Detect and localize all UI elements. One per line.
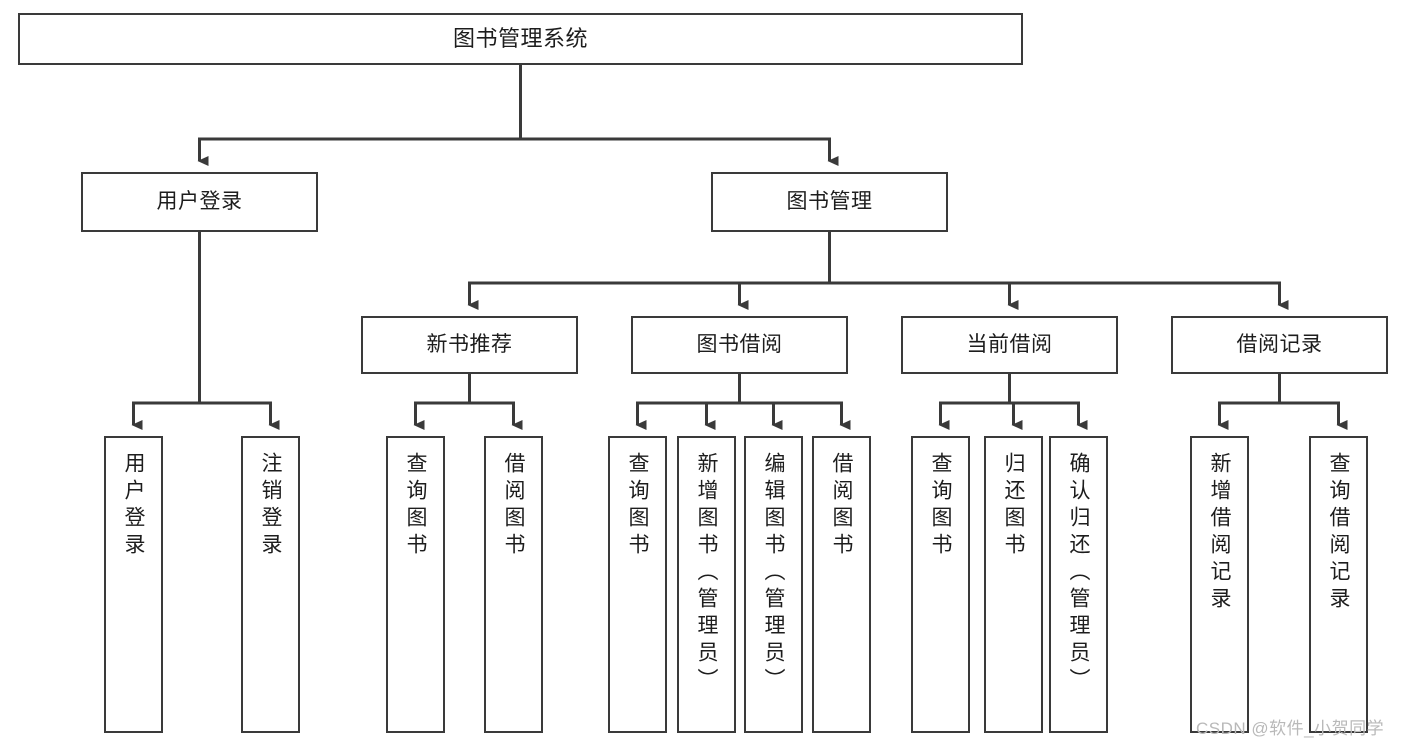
node-leaf-query-book-2[interactable]: 查询图书 bbox=[608, 436, 667, 733]
node-label: 确认归还（管理员） bbox=[1067, 452, 1090, 695]
connector-user-login-to-leaf-user-login bbox=[131, 401, 200, 430]
node-leaf-query-record[interactable]: 查询借阅记录 bbox=[1309, 436, 1368, 733]
node-label: 查询借阅记录 bbox=[1327, 452, 1350, 614]
node-label: 查询图书 bbox=[404, 452, 427, 560]
node-leaf-add-record[interactable]: 新增借阅记录 bbox=[1190, 436, 1249, 733]
node-book-borrow[interactable]: 图书借阅 bbox=[631, 316, 848, 374]
node-leaf-edit-book[interactable]: 编辑图书（管理员） bbox=[744, 436, 803, 733]
connector-book-borrow-to-leaf-add-book bbox=[704, 401, 740, 430]
node-leaf-user-login[interactable]: 用户登录 bbox=[104, 436, 163, 733]
node-leaf-add-book[interactable]: 新增图书（管理员） bbox=[677, 436, 736, 733]
connector-borrow-record-to-leaf-add-record bbox=[1217, 401, 1280, 430]
node-borrow-record[interactable]: 借阅记录 bbox=[1171, 316, 1388, 374]
node-label: 查询图书 bbox=[626, 452, 649, 560]
node-label: 借阅图书 bbox=[830, 452, 853, 560]
node-label: 图书借阅 bbox=[696, 332, 783, 356]
node-label: 用户登录 bbox=[122, 452, 145, 560]
node-label: 新书推荐 bbox=[426, 332, 513, 356]
connector-book-manage-to-current-borrow bbox=[829, 281, 1019, 310]
node-label: 编辑图书（管理员） bbox=[762, 452, 785, 695]
node-label: 注销登录 bbox=[259, 452, 282, 560]
node-leaf-borrow-book-2[interactable]: 借阅图书 bbox=[812, 436, 871, 733]
connector-book-borrow-to-leaf-borrow-book-2 bbox=[739, 401, 851, 430]
connector-new-book-rec-to-leaf-query-book-1 bbox=[413, 401, 470, 430]
csdn-watermark: CSDN @软件_小贺同学 bbox=[1196, 719, 1385, 738]
node-leaf-query-book-1[interactable]: 查询图书 bbox=[386, 436, 445, 733]
node-current-borrow[interactable]: 当前借阅 bbox=[901, 316, 1118, 374]
node-new-book-rec[interactable]: 新书推荐 bbox=[361, 316, 578, 374]
node-label: 借阅记录 bbox=[1236, 332, 1323, 356]
node-label: 新增图书（管理员） bbox=[695, 452, 718, 695]
node-label: 当前借阅 bbox=[966, 332, 1053, 356]
connector-current-borrow-to-leaf-return-book bbox=[1009, 401, 1023, 430]
node-label: 用户登录 bbox=[156, 189, 243, 213]
connector-book-manage-to-borrow-record bbox=[829, 281, 1289, 310]
connector-root-to-book-manage bbox=[520, 137, 839, 166]
connector-current-borrow-to-leaf-query-book-3 bbox=[938, 401, 1010, 430]
connector-book-manage-to-new-book-rec bbox=[467, 281, 830, 310]
node-leaf-query-book-3[interactable]: 查询图书 bbox=[911, 436, 970, 733]
node-root[interactable]: 图书管理系统 bbox=[18, 13, 1023, 65]
connector-current-borrow-to-leaf-confirm-return bbox=[1009, 401, 1088, 430]
node-leaf-borrow-book-1[interactable]: 借阅图书 bbox=[484, 436, 543, 733]
node-user-login[interactable]: 用户登录 bbox=[81, 172, 318, 232]
connector-user-login-to-leaf-logout bbox=[199, 401, 280, 430]
connector-new-book-rec-to-leaf-borrow-book-1 bbox=[469, 401, 523, 430]
node-label: 归还图书 bbox=[1002, 452, 1025, 560]
node-label: 新增借阅记录 bbox=[1208, 452, 1231, 614]
connector-book-borrow-to-leaf-query-book-2 bbox=[635, 401, 740, 430]
node-label: 图书管理 bbox=[786, 189, 873, 213]
connector-book-manage-to-book-borrow bbox=[737, 281, 830, 310]
node-leaf-logout[interactable]: 注销登录 bbox=[241, 436, 300, 733]
node-leaf-return-book[interactable]: 归还图书 bbox=[984, 436, 1043, 733]
node-label: 借阅图书 bbox=[502, 452, 525, 560]
node-label: 图书管理系统 bbox=[452, 26, 588, 52]
node-book-manage[interactable]: 图书管理 bbox=[711, 172, 948, 232]
node-leaf-confirm-return[interactable]: 确认归还（管理员） bbox=[1049, 436, 1108, 733]
node-label: 查询图书 bbox=[929, 452, 952, 560]
connector-root-to-user-login bbox=[197, 137, 521, 166]
connector-book-borrow-to-leaf-edit-book bbox=[739, 401, 783, 430]
connector-borrow-record-to-leaf-query-record bbox=[1279, 401, 1348, 430]
